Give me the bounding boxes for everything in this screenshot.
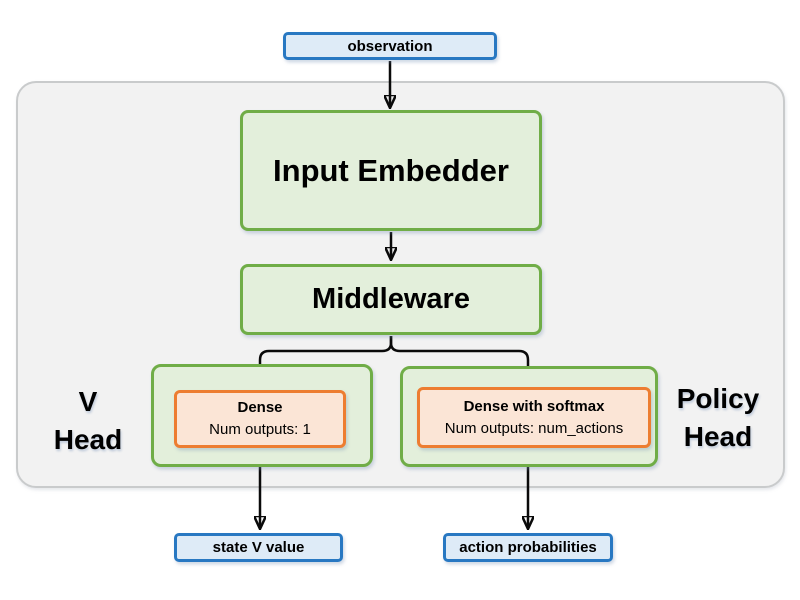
action-probabilities-node: action probabilities — [443, 533, 613, 562]
middleware-label: Middleware — [312, 283, 470, 315]
policy-head-title-line2: Head — [683, 421, 753, 452]
v-head-dense-title: Dense — [237, 399, 283, 417]
state-v-value-node: state V value — [174, 533, 343, 562]
policy-head-dense-node: Dense with softmax Num outputs: num_acti… — [417, 387, 651, 448]
v-head-dense-subtitle: Num outputs: 1 — [209, 421, 311, 438]
v-head-title: V Head — [25, 383, 151, 459]
observation-label: observation — [347, 37, 433, 55]
input-embedder-node: Input Embedder — [240, 110, 542, 231]
v-head-title-line2: Head — [53, 424, 123, 455]
policy-head-dense-title: Dense with softmax — [463, 397, 605, 415]
policy-head-title-line1: Policy — [676, 383, 760, 414]
observation-node: observation — [283, 32, 497, 60]
input-embedder-label: Input Embedder — [273, 152, 509, 188]
v-head-dense-node: Dense Num outputs: 1 — [174, 390, 346, 448]
policy-head-title: Policy Head — [655, 380, 781, 456]
state-v-value-label: state V value — [212, 539, 305, 556]
middleware-node: Middleware — [240, 264, 542, 335]
v-head-title-line1: V — [78, 386, 98, 417]
policy-head-dense-subtitle: Num outputs: num_actions — [444, 419, 624, 437]
action-probabilities-label: action probabilities — [459, 539, 597, 556]
